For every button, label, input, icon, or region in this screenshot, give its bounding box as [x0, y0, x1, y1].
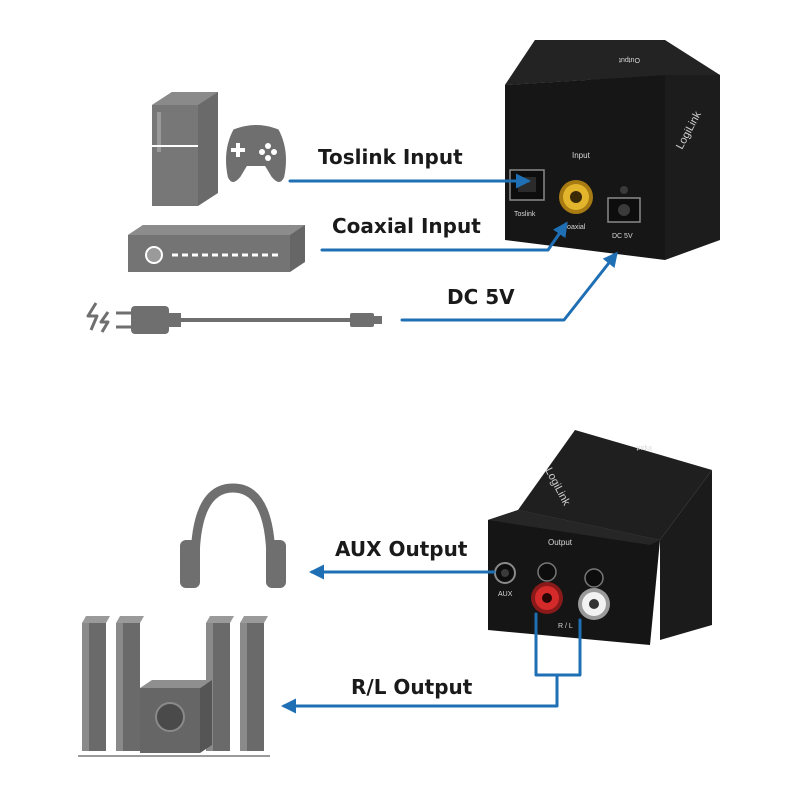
- coaxial-port-label: Coaxial: [562, 224, 586, 231]
- headphones-icon: [180, 483, 286, 588]
- dc-wire: [400, 251, 618, 322]
- game-console-icon: [152, 92, 218, 206]
- bottom-converter-device: LogiLink Input Output AUX R / L: [488, 430, 712, 645]
- rl-wire-branch-left: [555, 618, 582, 677]
- coaxial-wire: [320, 221, 568, 252]
- receiver-icon: [128, 225, 305, 272]
- top-converter-device: LogiLink Output Input Toslink Coaxial DC…: [505, 40, 720, 260]
- top-device-top-label: Output: [619, 56, 640, 63]
- dc-jack: [607, 186, 641, 223]
- aux-jack: [494, 562, 516, 584]
- rl-output-label: R/L Output: [351, 675, 473, 699]
- bottom-device-top-label: Input: [636, 444, 652, 451]
- power-plug-icon: [86, 302, 382, 334]
- gamepad-icon: [222, 121, 290, 186]
- top-device-face-label: Input: [572, 151, 591, 160]
- left-rca-jack: [578, 568, 610, 620]
- dc-input-label: DC 5V: [447, 285, 515, 309]
- rl-wire-branch-right: [534, 612, 559, 677]
- coaxial-input-label: Coaxial Input: [332, 214, 481, 238]
- rl-wire: [281, 673, 559, 714]
- aux-output-label: AUX Output: [335, 537, 468, 561]
- coaxial-rca-jack: [559, 180, 593, 214]
- right-rca-jack: [531, 562, 563, 614]
- dc-port-label: DC 5V: [612, 233, 633, 240]
- bottom-device-face-label: Output: [548, 538, 573, 547]
- rl-port-label: R / L: [558, 623, 573, 630]
- aux-port-label: AUX: [498, 591, 513, 598]
- toslink-input-label: Toslink Input: [318, 145, 463, 169]
- speaker-system-icon: [78, 616, 270, 757]
- toslink-port-label: Toslink: [514, 211, 536, 218]
